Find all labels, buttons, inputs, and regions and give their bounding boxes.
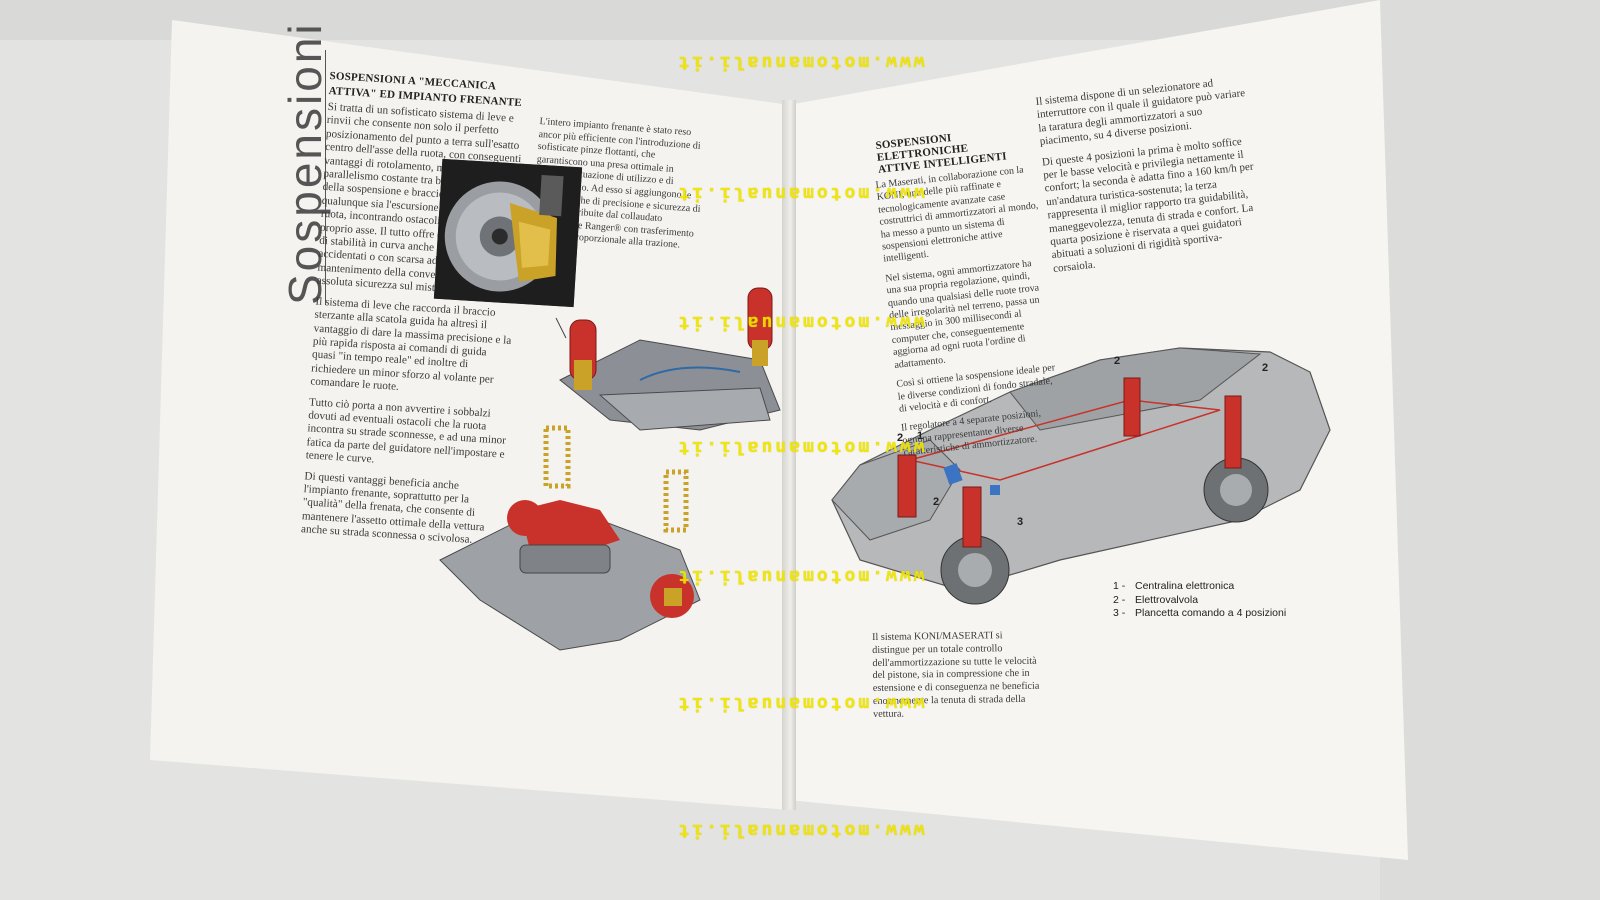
title-rule	[325, 50, 326, 305]
right-col1-paragraph-1: La Maserati, in collaborazione con la KO…	[875, 164, 1039, 265]
front-suspension-drawing	[555, 287, 781, 431]
rear-suspension-drawing	[439, 425, 701, 651]
callout-1: 1	[917, 430, 924, 442]
legend-label: Elettrovalvola	[1135, 593, 1199, 606]
background-right	[1380, 0, 1600, 900]
watermark: www.motomanuali.it	[675, 183, 925, 204]
legend-number: 2 -	[1113, 593, 1126, 606]
callout-2-top-right: 2	[1262, 362, 1269, 374]
watermark: www.motomanuali.it	[675, 437, 925, 458]
legend-number: 1 -	[1113, 580, 1126, 592]
watermark: www.motomanuali.it	[675, 693, 925, 714]
callout-2-top-left: 2	[1114, 355, 1121, 367]
watermark: www.motomanuali.it	[675, 312, 925, 333]
legend-item: 1 - Centralina elettronica	[1113, 580, 1286, 594]
car-cutaway-drawing	[831, 347, 1331, 605]
brake-caliper-photo	[433, 158, 583, 308]
legend-label: Plancetta comando a 4 posizioni	[1135, 607, 1287, 619]
right-column-2: Il sistema dispone di un selezionatore a…	[1035, 74, 1264, 283]
legend-item: 2 - Elettrovalvola	[1113, 594, 1286, 608]
right-col2-paragraph-2: Di queste 4 posizioni la prima è molto s…	[1041, 135, 1255, 275]
figure-legend: 1 - Centralina elettronica 2 - Elettrovalv…	[1113, 580, 1286, 621]
legend-number: 3 -	[1113, 607, 1126, 619]
callout-2-lower: 2	[933, 496, 940, 508]
book-spine	[782, 100, 796, 810]
watermark: www.motomanuali.it	[675, 52, 925, 73]
callout-3: 3	[1017, 516, 1024, 528]
watermark: www.motomanuali.it	[675, 566, 925, 587]
legend-item: 3 - Plancetta comando a 4 posizioni	[1113, 607, 1286, 621]
legend-label: Centralina elettronica	[1135, 580, 1235, 592]
callout-2-front: 2	[897, 432, 904, 444]
watermark: www.motomanuali.it	[675, 820, 925, 841]
